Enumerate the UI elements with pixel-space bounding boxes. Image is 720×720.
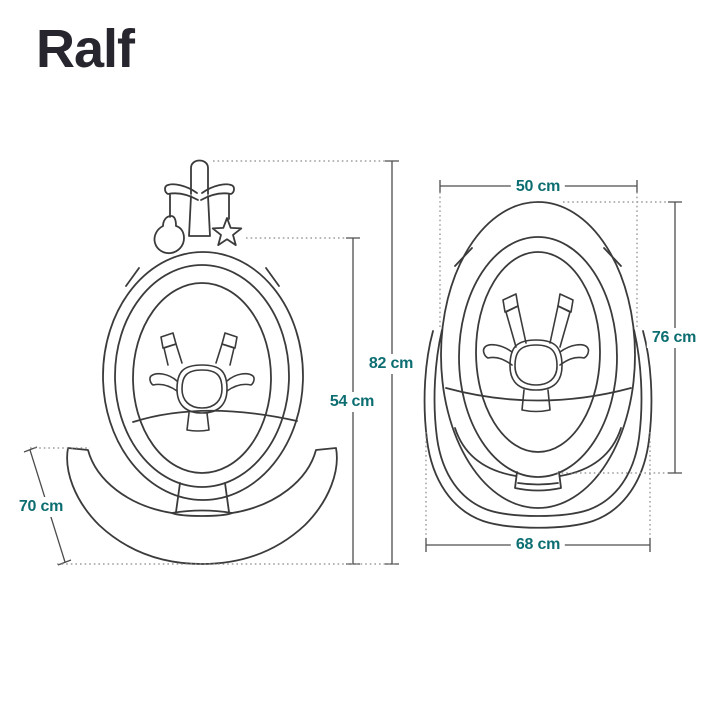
swing-side-view-drawing	[66, 159, 338, 565]
side-view-dimension-lines	[23, 160, 399, 566]
rocker-base	[66, 447, 338, 565]
seat-shell	[102, 251, 304, 501]
harness	[149, 332, 255, 432]
dimension-label-base-width-front: 68 cm	[510, 535, 566, 555]
dimension-label-total-height-front: 76 cm	[646, 328, 702, 348]
dimension-label-total-height-side: 82 cm	[363, 354, 419, 374]
product-title: Ralf	[36, 19, 135, 79]
swing-front-view-drawing	[423, 201, 653, 529]
star-toy-icon	[211, 217, 243, 246]
front-seat-shell	[440, 201, 636, 509]
mobile-handle	[188, 159, 211, 237]
seat-pedestal	[171, 482, 233, 514]
front-base-frame	[423, 329, 653, 529]
dimension-label-seat-width-front: 50 cm	[510, 177, 566, 197]
front-harness	[482, 293, 590, 413]
dimension-label-base-depth-side: 70 cm	[13, 497, 69, 517]
dimension-label-seat-height-side: 54 cm	[324, 392, 380, 412]
side-view-dotted-leaders	[30, 160, 396, 565]
pear-toy-icon	[153, 215, 185, 255]
mobile-crossbar	[164, 183, 235, 220]
front-view-dotted-leaders	[425, 192, 668, 538]
